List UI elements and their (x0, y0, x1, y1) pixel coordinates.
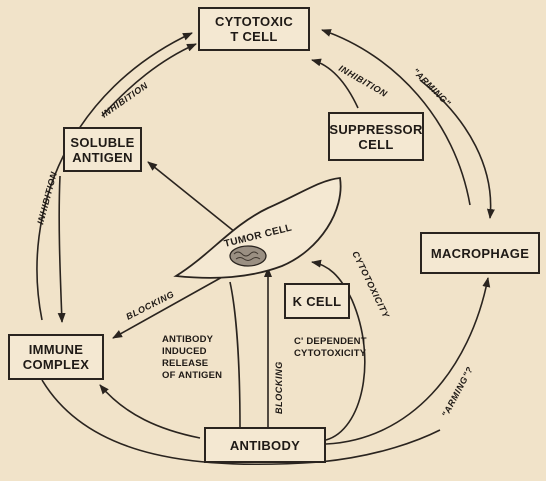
soluble-antigen-line-1: SOLUBLE (70, 135, 134, 150)
c-dependent-line-2: CYTOTOXICITY (294, 348, 367, 360)
immune-complex-box: IMMUNE COMPLEX (8, 334, 104, 380)
note-line-1: ANTIBODY (162, 334, 222, 346)
k-cell-label: K CELL (293, 294, 342, 309)
arrow-tumor-to-soluble (148, 162, 235, 232)
note-line-2: INDUCED (162, 346, 222, 358)
immune-complex-line-1: IMMUNE (29, 342, 84, 357)
cytotoxic-t-cell-line-1: CYTOTOXIC (215, 14, 293, 29)
label-arming-bottom: "ARMING"? (440, 365, 475, 419)
soluble-antigen-line-2: ANTIGEN (72, 150, 133, 165)
antibody-box: ANTIBODY (204, 427, 326, 463)
label-inhibition-left: INHIBITION (35, 170, 59, 225)
macrophage-box: MACROPHAGE (420, 232, 540, 274)
note-line-3: RELEASE (162, 358, 222, 370)
label-arming-top: "ARMING" (411, 66, 453, 108)
suppressor-cell-box: SUPPRESSOR CELL (328, 112, 424, 161)
label-blocking-vertical: BLOCKING (274, 361, 284, 414)
antibody-induced-release-note: ANTIBODY INDUCED RELEASE OF ANTIGEN (162, 334, 222, 382)
suppressor-cell-line-2: CELL (358, 137, 393, 152)
arrow-tcell-to-macrophage (420, 80, 491, 218)
cytotoxic-t-cell-line-2: T CELL (230, 29, 277, 44)
arrow-antibody-to-immune (100, 385, 200, 438)
soluble-antigen-box: SOLUBLE ANTIGEN (63, 127, 142, 172)
k-cell-box: K CELL (284, 283, 350, 319)
arrow-soluble-to-immune (59, 176, 62, 322)
immune-complex-line-2: COMPLEX (23, 357, 89, 372)
suppressor-cell-line-1: SUPPRESSOR (329, 122, 422, 137)
cytotoxic-t-cell-box: CYTOTOXIC T CELL (198, 7, 310, 51)
label-inhibition-upper: INHIBITION (99, 80, 149, 119)
line-antibody-release (230, 282, 240, 428)
c-dependent-line-1: C' DEPENDENT (294, 336, 367, 348)
label-inhibition-right: INHIBITION (337, 63, 389, 99)
note-line-4: OF ANTIGEN (162, 370, 222, 382)
c-dependent-cytotoxicity-note: C' DEPENDENT CYTOTOXICITY (294, 336, 367, 360)
macrophage-label: MACROPHAGE (431, 246, 529, 261)
arrow-tumor-to-immune (113, 276, 224, 338)
antibody-label: ANTIBODY (230, 438, 300, 453)
